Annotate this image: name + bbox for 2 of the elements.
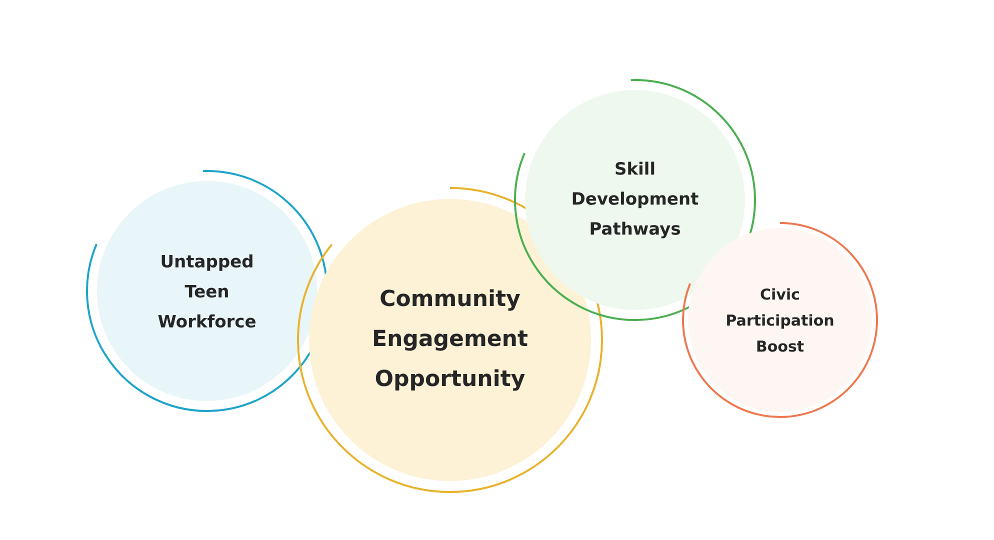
circle-node: Untapped Teen Workforce <box>86 170 328 412</box>
circle-node: Civic Participation Boost <box>682 222 878 418</box>
